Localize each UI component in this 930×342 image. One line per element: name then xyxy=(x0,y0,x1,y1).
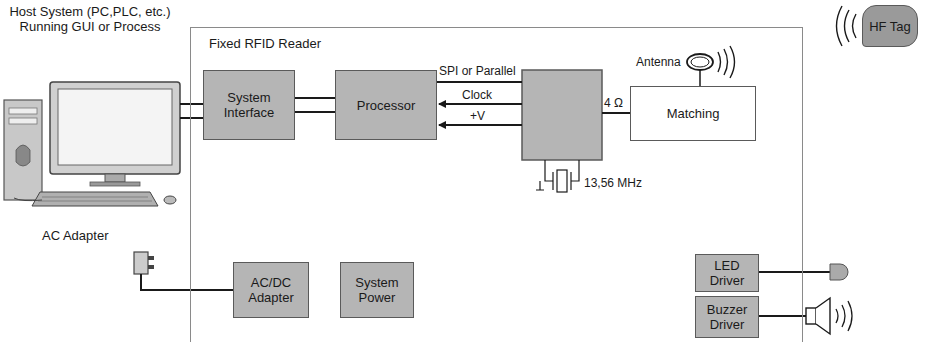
box-label: AC/DC Adapter xyxy=(234,275,308,305)
power-box: AC/DC Adapter xyxy=(233,262,309,318)
housing-title: Fixed RFID Reader xyxy=(209,36,321,51)
clock-wire xyxy=(439,103,522,105)
matching-box: Matching xyxy=(630,86,756,141)
impedance-label: 4 Ω xyxy=(604,96,623,110)
signal-name: SPI or Parallel xyxy=(439,64,516,78)
rf-wire xyxy=(602,112,630,114)
box-label: LED Driver xyxy=(696,258,758,288)
tag-shape: HF Tag xyxy=(862,5,918,47)
host-computer xyxy=(4,82,180,206)
host-label: Host System (PC,PLC, etc.) Running GUI o… xyxy=(4,4,176,34)
field-waves xyxy=(837,6,857,46)
signal-name: Clock xyxy=(462,88,492,102)
power-wire xyxy=(439,124,522,126)
part-name: Antenna xyxy=(636,55,681,69)
driver-box: Buzzer Driver xyxy=(695,296,759,338)
antenna-symbol xyxy=(687,46,735,86)
host-wire xyxy=(180,103,203,105)
driver-box: LED Driver xyxy=(695,254,759,292)
signal-name: +V xyxy=(470,109,485,123)
speaker-symbol xyxy=(751,298,852,334)
interface-box: System Interface xyxy=(203,70,295,140)
box-label: Matching xyxy=(667,106,720,121)
led-symbol xyxy=(751,264,848,280)
processor-box: Processor xyxy=(335,70,437,140)
box-label: Buzzer Driver xyxy=(696,302,758,332)
bus-line xyxy=(295,97,335,99)
box-label: Processor xyxy=(357,98,416,113)
box-label: System Power xyxy=(341,275,413,305)
part-name: AC Adapter xyxy=(42,228,109,243)
power-box: System Power xyxy=(340,262,414,318)
box-label: System Interface xyxy=(204,90,294,120)
box-label: HF Tag xyxy=(869,19,911,34)
frequency-label: 13,56 MHz xyxy=(584,176,642,190)
ac-plug xyxy=(134,252,233,290)
spi-bus xyxy=(437,81,522,83)
bus-line xyxy=(295,111,335,113)
reader-ic xyxy=(522,70,602,160)
host-wire xyxy=(180,117,203,119)
crystal-symbol xyxy=(536,160,579,192)
